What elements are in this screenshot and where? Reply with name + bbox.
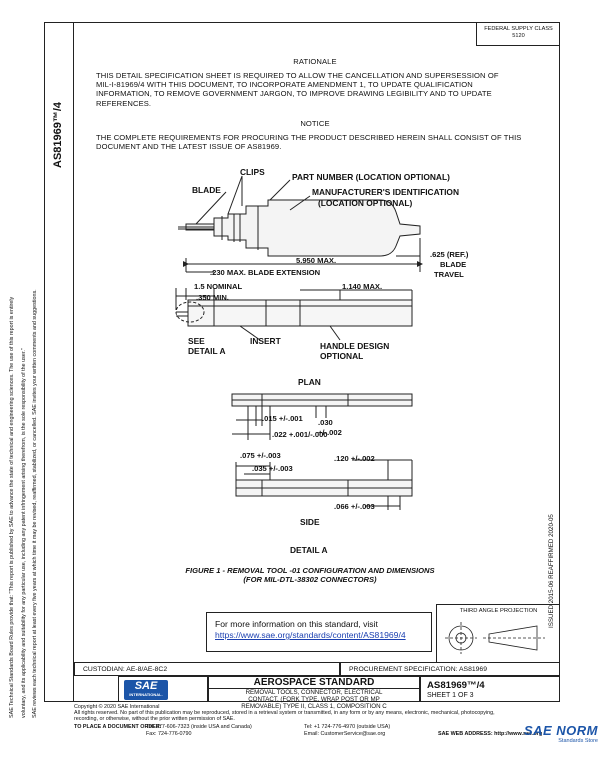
logo-cell [118, 676, 208, 702]
rationale-line: THIS DETAIL SPECIFICATION SHEET IS REQUI… [96, 71, 499, 80]
side-dim-066: .066 +/-.003 [334, 502, 375, 511]
footer: Copyright © 2020 SAE International All r… [74, 704, 564, 723]
doc-number-cell: AS81969™/4 SHEET 1 OF 3 [420, 676, 560, 702]
order-tel-2: Tel: +1 724-776-4970 (outside USA) [304, 724, 391, 730]
footer-rights-2: recording, or otherwise, without the pri… [74, 716, 235, 723]
order-fax: Fax: 724-776-0790 [146, 731, 192, 737]
rationale-line: INFORMATION, TO REMOVE GOVERNMENT JARGON… [96, 89, 492, 99]
travel-word: TRAVEL [434, 270, 464, 279]
fsc-number: 5120 [512, 33, 525, 39]
detail-a-ref: DETAIL A [188, 346, 226, 356]
side-margin-column [44, 22, 74, 702]
fsc-label: FEDERAL SUPPLY CLASS [484, 26, 553, 32]
detail-a-title: DETAIL A [290, 545, 328, 555]
mfr-id-location: (LOCATION OPTIONAL) [318, 198, 413, 208]
rationale-body: THIS DETAIL SPECIFICATION SHEET IS REQUI… [96, 71, 546, 108]
width-dim: 1.140 MAX. [342, 282, 383, 291]
sae-logo-text: SAE [134, 680, 158, 692]
blade-extension-dim: .230 MAX. BLADE EXTENSION [210, 268, 321, 277]
watermark-text: SAE NORM [523, 723, 598, 738]
desc-line: REMOVAL TOOLS, CONNECTOR, ELECTRICAL [245, 689, 383, 696]
plan-view-label: PLAN [298, 377, 321, 387]
rationale-title: RATIONALE [293, 57, 337, 66]
standard-link[interactable]: https://www.sae.org/standards/content/AS… [215, 630, 406, 640]
figure-caption-line2: (FOR MIL-DTL-38302 CONNECTORS) [243, 575, 377, 584]
sheet-number: SHEET 1 OF 3 [427, 692, 474, 699]
footer-rights: All rights reserved. No part of this pub… [74, 710, 495, 717]
sae-logo: SAE INTERNATIONAL. [124, 680, 168, 700]
standard-title-cell: AEROSPACE STANDARD [208, 676, 420, 702]
procurement-cell: PROCUREMENT SPECIFICATION: AS81969 [340, 662, 560, 676]
federal-supply-class-tag: FEDERAL SUPPLY CLASS 5120 [476, 22, 560, 46]
figure-caption: FIGURE 1 - REMOVAL TOOL -01 CONFIGURATIO… [100, 566, 520, 584]
side-dim-120: .120 +/-.002 [334, 454, 375, 463]
projection-symbol [445, 622, 545, 654]
notice-line: DOCUMENT AND THE LATEST ISSUE OF AS81969… [96, 142, 282, 152]
projection-box: THIRD ANGLE PROJECTION [436, 604, 560, 662]
travel-ref: .625 (REF.) [430, 250, 469, 259]
see-word: SEE [188, 336, 205, 346]
rationale-line: REFERENCES. [96, 98, 152, 108]
side-view-label: SIDE [300, 517, 320, 527]
plan-dim-022: .022 +.001/-.000 [272, 430, 328, 439]
standard-heading: AEROSPACE STANDARD [209, 677, 419, 689]
order-email[interactable]: Email: CustomerService@sae.org [304, 731, 386, 737]
mfr-id-label: MANUFACTURER'S IDENTIFICATION [312, 187, 459, 197]
see-detail-label: SEE DETAIL A [188, 336, 226, 356]
sae-web-address[interactable]: SAE WEB ADDRESS: http://www.sae.org [438, 731, 543, 737]
figure-caption-line1: FIGURE 1 - REMOVAL TOOL -01 CONFIGURATIO… [185, 566, 435, 575]
desc-line: REMOVABLE) TYPE II, CLASS 1, COMPOSITION… [241, 703, 387, 710]
custodian-cell: CUSTODIAN: AE-8/AE-8C2 [74, 662, 340, 676]
standard-description: REMOVAL TOOLS, CONNECTOR, ELECTRICAL CON… [208, 689, 420, 710]
notice-body: THE COMPLETE REQUIREMENTS FOR PROCURING … [96, 133, 546, 151]
blade-travel-dim: .625 (REF.) BLADE TRAVEL [430, 250, 468, 280]
overall-length-dim: 5.950 MAX. [296, 256, 337, 265]
removal-tool-drawing [175, 175, 423, 510]
handle-line1: HANDLE DESIGN [320, 341, 390, 351]
footer-copyright: Copyright © 2020 SAE International [74, 704, 160, 710]
plan-dim-015: .015 +/-.001 [262, 414, 303, 423]
more-info-text: For more information on this standard, v… [215, 619, 378, 629]
plan-030-value: .030 [318, 418, 333, 427]
watermark-sub: Standards Store [558, 738, 598, 744]
part-number-label: PART NUMBER (LOCATION OPTIONAL) [292, 172, 450, 182]
insert-label: INSERT [250, 336, 281, 346]
plan-030-tol: +/-.002 [318, 428, 342, 437]
order-label: TO PLACE A DOCUMENT ORDER: [74, 724, 162, 730]
watermark: SAE NORM Standards Store [508, 724, 598, 745]
desc-line: CONTACT, (FORK TYPE, WRAP POST OR MP [248, 696, 380, 703]
notice-title: NOTICE [300, 119, 330, 128]
side-dim-035: .035 +/-.003 [252, 464, 293, 473]
rationale-line: MIL-I-81969/4 WITH THIS DOCUMENT, TO INC… [96, 80, 473, 90]
side-dim-075: .075 +/-.003 [240, 451, 281, 460]
order-tel-1: Tel: 877-606-7323 (inside USA and Canada… [146, 724, 252, 730]
handle-design-label: HANDLE DESIGN OPTIONAL [320, 341, 389, 361]
sae-logo-sub: INTERNATIONAL. [129, 692, 163, 697]
handle-line2: OPTIONAL [320, 351, 364, 361]
min-dim: .350 MIN. [196, 293, 229, 302]
projection-label: THIRD ANGLE PROJECTION [459, 608, 538, 614]
travel-blade: BLADE [440, 260, 467, 269]
nominal-dim: 1.5 NOMINAL [194, 282, 243, 291]
notice-line: THE COMPLETE REQUIREMENTS FOR PROCURING … [96, 133, 522, 142]
more-info-box: For more information on this standard, v… [206, 612, 432, 652]
plan-dim-030: .030 +/-.002 [318, 418, 342, 438]
clips-label: CLIPS [240, 167, 265, 177]
blade-label: BLADE [192, 185, 221, 195]
doc-number: AS81969™/4 [427, 680, 485, 691]
